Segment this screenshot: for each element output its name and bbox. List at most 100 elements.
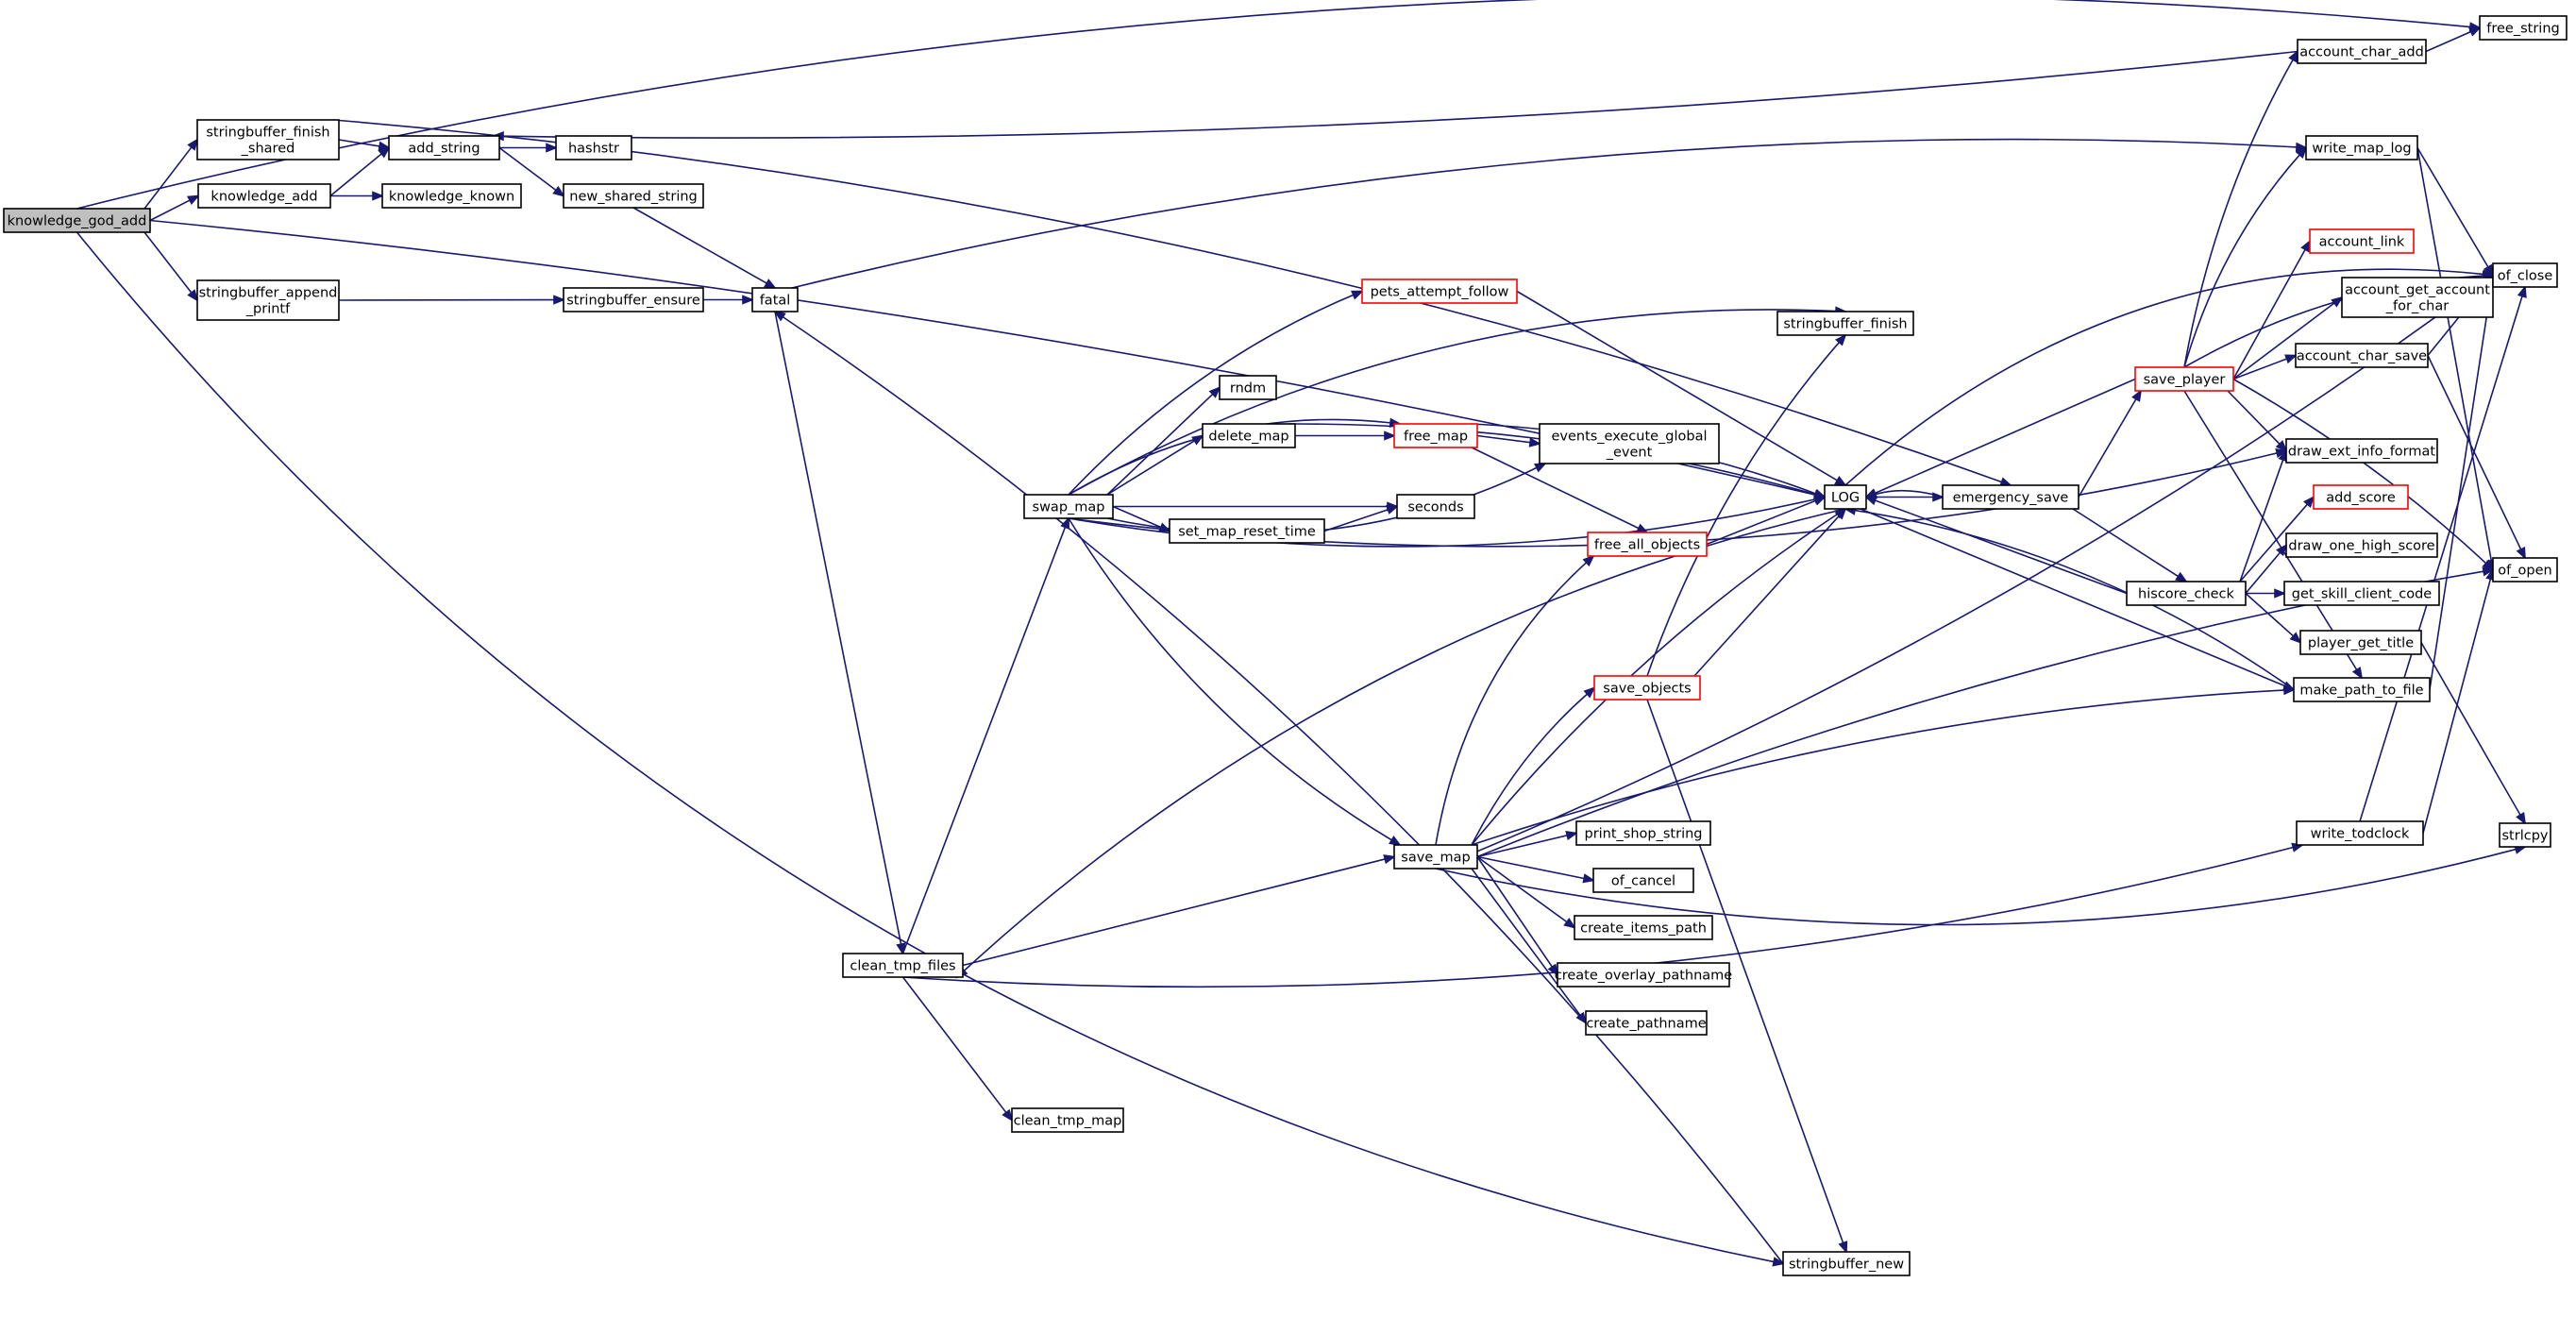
edge-arrowhead <box>1636 523 1649 533</box>
node-print-shop-string[interactable]: print_shop_string <box>1575 820 1711 846</box>
node-stringbuffer-append-printf[interactable]: stringbuffer_append_printf <box>196 279 340 321</box>
node-make-path-to-file[interactable]: make_path_to_file <box>2293 677 2431 702</box>
edge-hiscore_check-to-draw_ext_info_format <box>2239 448 2288 583</box>
edge-new_shared_string-to-fatal <box>632 207 777 290</box>
node-box <box>555 135 632 160</box>
node-seconds[interactable]: seconds <box>1396 494 1475 519</box>
node-free-all-objects[interactable]: free_all_objects <box>1587 532 1708 557</box>
node-save-player[interactable]: save_player <box>2134 366 2234 392</box>
node-add-string[interactable]: add_string <box>388 135 500 160</box>
node-of-open[interactable]: of_open <box>2492 557 2558 583</box>
node-events-execute-global-event[interactable]: events_execute_global_event <box>1539 423 1720 464</box>
node-clean-tmp-files[interactable]: clean_tmp_files <box>842 953 964 978</box>
node-LOG[interactable]: LOG <box>1824 484 1867 510</box>
node-box <box>2134 366 2234 392</box>
node-knowledge-god-add[interactable]: knowledge_god_add <box>3 208 151 233</box>
edge-arrowhead <box>1863 496 1877 506</box>
edge-knowledge_add-to-add_string <box>329 146 391 197</box>
edge-line <box>1435 279 2486 870</box>
node-box <box>1023 494 1114 519</box>
edge-line <box>2416 147 2493 561</box>
node-free-map[interactable]: free_map <box>1393 423 1478 448</box>
edge-save_map-to-print_shop_string <box>1476 830 1579 858</box>
node-label: account_link <box>2319 235 2405 250</box>
edge-line <box>1693 515 1840 677</box>
node-swap-map[interactable]: swap_map <box>1023 494 1114 519</box>
node-account-get-account-for-char[interactable]: account_get_account_for_char <box>2341 277 2494 318</box>
edge-write_todclock-to-of_close <box>2359 284 2527 822</box>
node-create-overlay-pathname[interactable]: create_overlay_pathname <box>1555 962 1733 988</box>
node-stringbuffer-ensure[interactable]: stringbuffer_ensure <box>563 287 704 312</box>
node-knowledge-known[interactable]: knowledge_known <box>381 183 522 209</box>
node-get-skill-client-code[interactable]: get_skill_client_code <box>2283 581 2440 606</box>
node-new-shared-string[interactable]: new_shared_string <box>563 183 704 209</box>
node-account-link[interactable]: account_link <box>2309 228 2415 254</box>
node-stringbuffer-finish-shared[interactable]: stringbuffer_finish_shared <box>196 119 340 160</box>
node-emergency-save[interactable]: emergency_save <box>1942 484 2079 510</box>
node-label: hiscore_check <box>2138 587 2234 602</box>
node-hashstr[interactable]: hashstr <box>555 135 632 160</box>
edge-line <box>2078 398 2137 498</box>
edge-line <box>2245 592 2295 637</box>
edge-hiscore_check-to-LOG <box>1863 496 2128 595</box>
node-fatal[interactable]: fatal <box>751 287 799 312</box>
edge-swap_map-to-delete_map <box>1106 434 1204 496</box>
node-strlcpy[interactable]: strlcpy <box>2499 822 2551 848</box>
node-hiscore-check[interactable]: hiscore_check <box>2126 581 2247 606</box>
node-stringbuffer-finish[interactable]: stringbuffer_finish <box>1776 311 1914 336</box>
node-box <box>1592 868 1694 893</box>
node-label: save_map <box>1401 851 1470 866</box>
edge-knowledge_god_add-to-stringbuffer_new <box>76 231 1786 1267</box>
node-save-objects[interactable]: save_objects <box>1593 675 1701 701</box>
node-write-todclock[interactable]: write_todclock <box>2296 820 2424 846</box>
node-of-cancel[interactable]: of_cancel <box>1592 868 1694 893</box>
node-rndm[interactable]: rndm <box>1219 375 1277 400</box>
edge-line <box>1854 509 2295 691</box>
node-draw-ext-info-format[interactable]: draw_ext_info_format <box>2285 438 2438 464</box>
node-account-char-save[interactable]: account_char_save <box>2295 343 2429 368</box>
node-box <box>1593 675 1701 701</box>
node-draw-one-high-score[interactable]: draw_one_high_score <box>2285 532 2438 558</box>
node-create-pathname[interactable]: create_pathname <box>1585 1010 1708 1036</box>
node-free-string[interactable]: free_string <box>2479 15 2568 41</box>
edge-line <box>2183 154 2300 368</box>
node-create-items-path[interactable]: create_items_path <box>1574 915 1713 940</box>
edge-line <box>632 207 767 284</box>
node-of-close[interactable]: of_close <box>2492 262 2558 288</box>
node-write-map-log[interactable]: write_map_log <box>2305 135 2418 160</box>
edge-line <box>1874 378 2136 495</box>
edge-arrowhead <box>372 191 385 201</box>
node-label: seconds <box>1407 500 1463 515</box>
edge-line <box>1476 434 1531 444</box>
node-box <box>1396 494 1475 519</box>
node-stringbuffer-new[interactable]: stringbuffer_new <box>1782 1251 1911 1276</box>
edge-line <box>2420 642 2521 816</box>
node-box <box>2296 820 2424 846</box>
node-label: knowledge_known <box>389 190 514 205</box>
node-label: hashstr <box>568 142 619 157</box>
node-save-map[interactable]: save_map <box>1393 844 1478 870</box>
node-label: write_map_log <box>2312 142 2411 157</box>
edge-arrowhead <box>1563 917 1576 929</box>
edge-arrowhead <box>1834 507 1847 520</box>
edge-player_get_title-to-strlcpy <box>2420 642 2527 825</box>
node-knowledge-add[interactable]: knowledge_add <box>197 183 331 209</box>
edge-line <box>962 858 1386 967</box>
node-pets-attempt-follow[interactable]: pets_attempt_follow <box>1361 279 1518 304</box>
node-label: of_cancel <box>1611 874 1675 889</box>
edge-line <box>2429 284 2493 690</box>
edge-stringbuffer_new-to-fatal <box>773 310 1784 1264</box>
node-clean-tmp-map[interactable]: clean_tmp_map <box>1011 1107 1124 1133</box>
node-label: draw_one_high_score <box>2288 539 2434 554</box>
edge-stringbuffer_finish_shared-to-add_string <box>338 139 392 151</box>
edge-hiscore_check-to-get_skill_client_code <box>2246 588 2287 599</box>
node-player-get-title[interactable]: player_get_title <box>2299 630 2422 655</box>
node-label: events_execute_global <box>1551 430 1707 445</box>
edge-arrowhead <box>773 310 786 322</box>
node-add-score[interactable]: add_score <box>2313 484 2409 510</box>
node-delete-map[interactable]: delete_map <box>1202 423 1296 448</box>
call-graph-nodes: knowledge_god_add stringbuffer_finish_sha… <box>3 15 2568 1276</box>
node-account-char-add[interactable]: account_char_add <box>2297 39 2427 64</box>
node-label: print_shop_string <box>1584 827 1702 842</box>
node-set-map-reset-time[interactable]: set_map_reset_time <box>1169 518 1325 544</box>
